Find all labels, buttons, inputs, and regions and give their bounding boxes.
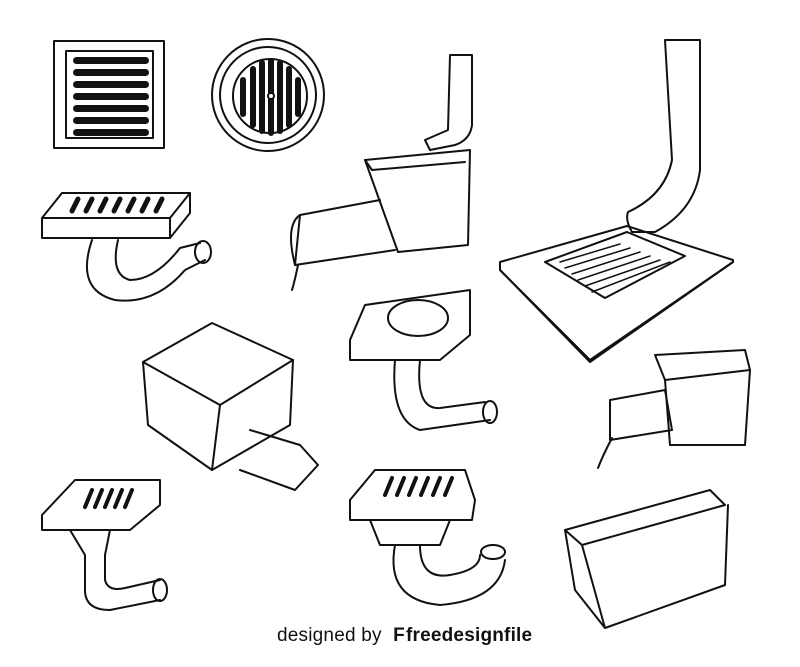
floor-drain-with-s-trap bbox=[349, 469, 506, 606]
watermark-credit: designed by Ffreedesignfile bbox=[277, 625, 532, 647]
credit-prefix: designed by bbox=[277, 625, 382, 646]
square-grated-gully-box bbox=[142, 322, 319, 491]
floor-drain-with-elbow bbox=[41, 479, 168, 611]
downspout-on-grate-slab bbox=[499, 39, 734, 363]
channel-drain-section bbox=[564, 489, 729, 629]
brand-name: freedesignfile bbox=[405, 625, 533, 646]
gutter-downpipe-with-rain-chain-box bbox=[290, 54, 473, 291]
linear-grate-with-p-trap bbox=[41, 192, 212, 302]
round-floor-drain bbox=[211, 38, 325, 152]
square-drain-on-trap bbox=[349, 289, 498, 431]
brand-logo-icon: F bbox=[393, 625, 405, 646]
square-vent-grate bbox=[53, 40, 165, 149]
small-grated-box-with-corrugated-pipe bbox=[597, 349, 751, 469]
